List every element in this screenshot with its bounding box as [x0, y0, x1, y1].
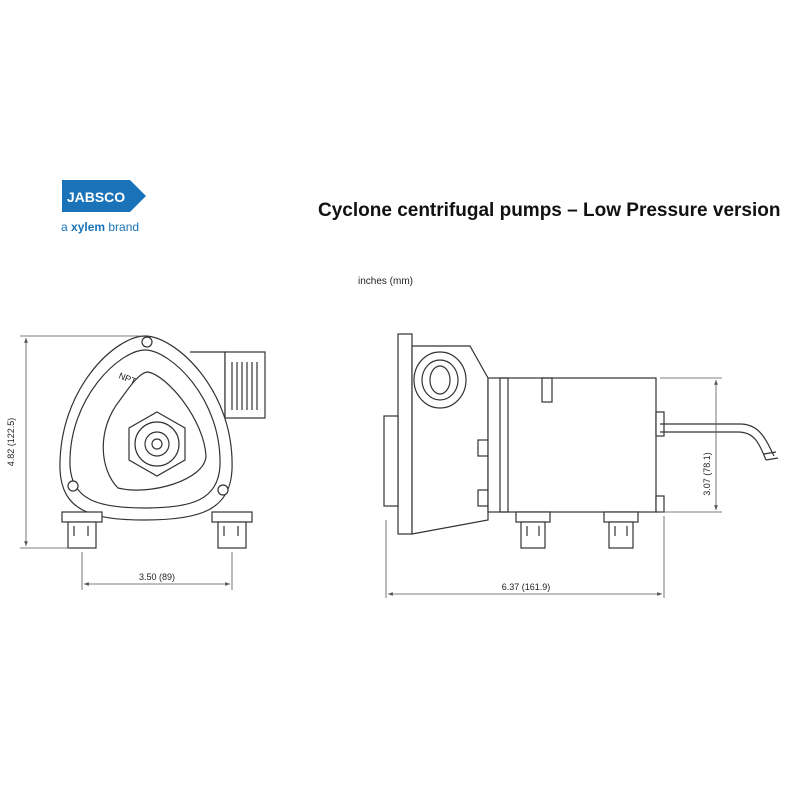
bolt [217, 484, 229, 496]
units-note: inches (mm) [358, 276, 414, 287]
front-view [59, 335, 266, 549]
side-height-dimension [660, 377, 722, 513]
front-height-dimension [20, 335, 140, 549]
height-dimension-label: 4.82 (122.5) [6, 418, 16, 467]
page-title: Cyclone centrifugal pumps – Low Pressure… [318, 200, 781, 221]
side-length-dimension [385, 516, 665, 598]
bolt [141, 336, 153, 348]
motor-height-label: 3.07 (78.1) [702, 452, 712, 496]
length-dimension-label: 6.37 (161.9) [502, 582, 551, 592]
side-view [383, 333, 779, 549]
end-cover [397, 333, 413, 535]
motor-body [487, 377, 657, 513]
mount-foot-left [61, 511, 103, 523]
mount-foot-right [211, 511, 253, 523]
impeller-hub-nut [128, 411, 186, 477]
logo-tagline: a xylem brand [61, 220, 140, 234]
logo-text: JABSCO [67, 189, 125, 205]
side-foot-left [515, 511, 551, 523]
power-cable [660, 423, 775, 457]
front-width-dimension [81, 552, 233, 590]
bolt [67, 480, 79, 492]
jabsco-logo: JABSCO [62, 180, 146, 212]
side-foot-right [603, 511, 639, 523]
width-dimension-label: 3.50 (89) [139, 572, 175, 582]
